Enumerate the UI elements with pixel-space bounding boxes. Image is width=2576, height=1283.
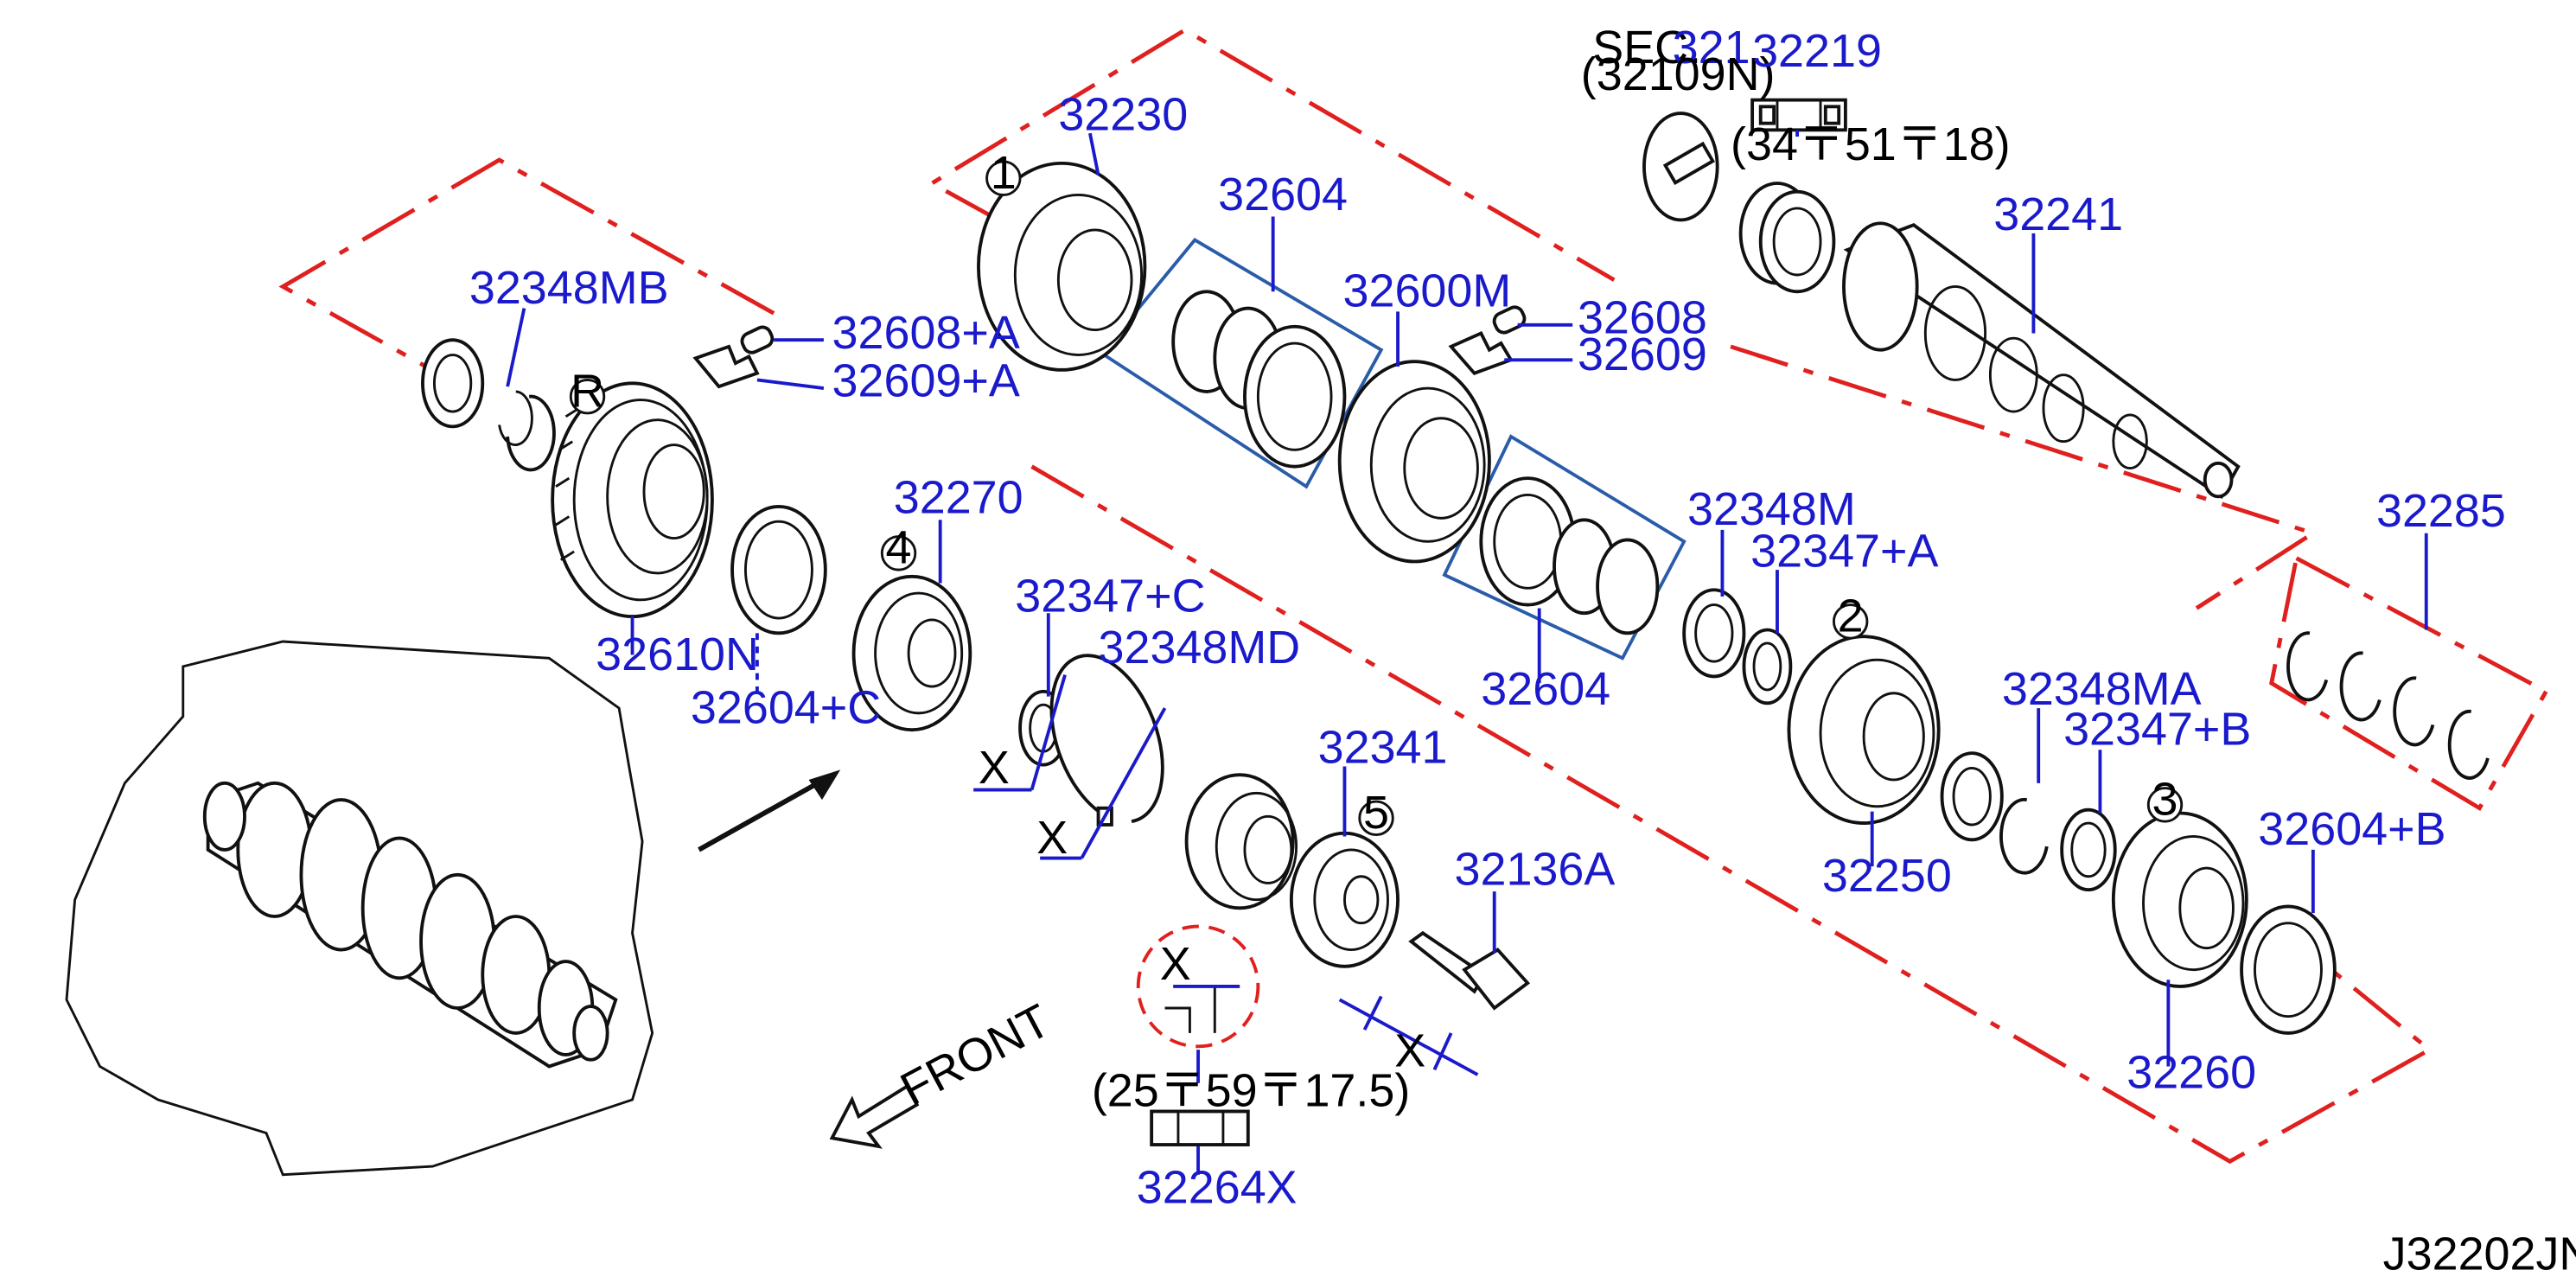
- part-label: 32347+C: [1015, 570, 1205, 622]
- svg-text:5: 5: [1363, 787, 1389, 839]
- gear-shaft-assembly: [202, 781, 618, 1069]
- front-label: FRONT: [892, 994, 1058, 1115]
- pins-32608A-32609A: [692, 325, 775, 389]
- part-label: 32348MB: [469, 262, 669, 314]
- part-label: 32608+A: [832, 307, 1020, 359]
- bolt-dimension-x: [1338, 995, 1479, 1076]
- part-label: 32250: [1822, 850, 1952, 902]
- part-label: 32285: [2376, 485, 2506, 537]
- callout-1: 1: [985, 147, 1022, 199]
- synchro-ring-32604B: [2240, 904, 2337, 1035]
- washer-32348MA: [1940, 751, 2004, 842]
- part-label: 32348M: [1687, 483, 1856, 535]
- ring-32347B: [2060, 807, 2117, 892]
- bearing-32219: [1738, 182, 1836, 294]
- input-shaft-32241: [1842, 221, 2241, 500]
- bearing-size-box-32219: [1750, 98, 1847, 132]
- sec-label: SEC.: [1592, 22, 1701, 73]
- dimension-32219: (34〒51〒18): [1731, 118, 2011, 170]
- detail-circle-32264X: [1136, 924, 1260, 1049]
- gear-32260: [2111, 811, 2248, 988]
- bolt-32136A: [1408, 930, 1531, 1011]
- bearing-size-box-32264X: [1150, 1109, 1250, 1146]
- dimension-x-mark: X: [979, 742, 1010, 794]
- part-label: 32347+A: [1750, 525, 1938, 577]
- part-label: 32347+B: [2063, 703, 2251, 755]
- transmission-housing: [65, 640, 654, 1177]
- part-label: 32610N: [596, 629, 759, 680]
- assembly-outlines: [278, 27, 2549, 1165]
- callout-4: 4: [880, 521, 917, 573]
- gear-32250: [1787, 635, 1941, 825]
- part-label: 32341: [1318, 722, 1448, 774]
- sec-number: 321: [1673, 22, 1750, 73]
- gear-5-32341: [1289, 831, 1400, 968]
- part-label: 32270: [894, 472, 1023, 524]
- washer-32348M: [1682, 588, 1746, 679]
- part-label: 32604+B: [2258, 803, 2445, 855]
- part-label: 32264X: [1137, 1161, 1298, 1213]
- sec-part-number: (32109N): [1581, 48, 1776, 100]
- part-label: 32604: [1481, 663, 1610, 715]
- part-label: 32604+C: [691, 681, 881, 733]
- part-label: 32230: [1058, 88, 1188, 140]
- callout-5: 5: [1358, 787, 1394, 839]
- snap-rings-32285: [2286, 631, 2490, 780]
- snap-ring-32348MB: [498, 390, 556, 472]
- part-label: 32348MA: [2002, 663, 2202, 715]
- ring-32347A: [1742, 628, 1793, 705]
- part-label: 32136A: [1455, 843, 1616, 895]
- callout-2: 2: [1832, 590, 1869, 642]
- part-label: 32608: [1578, 291, 1707, 343]
- direction-arrow: [698, 769, 841, 852]
- sleeve-hub-32600M: [1337, 360, 1491, 564]
- svg-text:2: 2: [1838, 590, 1864, 642]
- synchro-ring-32604C: [730, 504, 827, 635]
- reverse-gear-32610N: [551, 381, 714, 619]
- callout-R: R: [569, 365, 606, 417]
- bearing-32341: [1184, 773, 1298, 910]
- leader-lines: [506, 130, 2428, 1175]
- part-label: 32241: [1993, 188, 2123, 240]
- svg-text:R: R: [571, 365, 604, 417]
- part-label: 32609+A: [832, 355, 1020, 407]
- part-label: 32348MD: [1099, 622, 1301, 673]
- diagram-code: J32202JN: [2383, 1229, 2576, 1280]
- part-labels: 32348MB 32608+A 32609+A 32610N 32604+C 3…: [469, 25, 2506, 1213]
- synchro-32604-bottom: [1479, 476, 1660, 635]
- cone-sec-321: [1642, 112, 1719, 222]
- part-label: 32260: [2126, 1046, 2256, 1098]
- svg-text:1: 1: [991, 147, 1017, 199]
- snap-ring-32348MD: [1049, 654, 1164, 827]
- part-label: 32219: [1752, 25, 1882, 77]
- gear-32270: [851, 574, 972, 732]
- callout-3: 3: [2146, 773, 2184, 825]
- front-arrow-icon: [829, 1083, 920, 1149]
- svg-text:3: 3: [2152, 773, 2178, 825]
- dimension-x-mark: X: [1160, 938, 1191, 990]
- washer-32348MB: [421, 338, 485, 429]
- part-label: 32600M: [1343, 265, 1512, 317]
- svg-text:4: 4: [886, 521, 912, 573]
- synchro-32604-top: [1171, 290, 1347, 469]
- snap-ring-32348MA: [1999, 797, 2049, 875]
- pins-32608-32609: [1448, 305, 1527, 375]
- part-label: 32609: [1578, 329, 1707, 380]
- gear-32230: [977, 161, 1147, 372]
- part-label: 32604: [1218, 169, 1348, 220]
- dimension-32264X: (25〒59〒17.5): [1092, 1065, 1410, 1117]
- dimension-x-mark: X: [1394, 1024, 1425, 1076]
- dimension-x-mark: X: [1036, 812, 1068, 864]
